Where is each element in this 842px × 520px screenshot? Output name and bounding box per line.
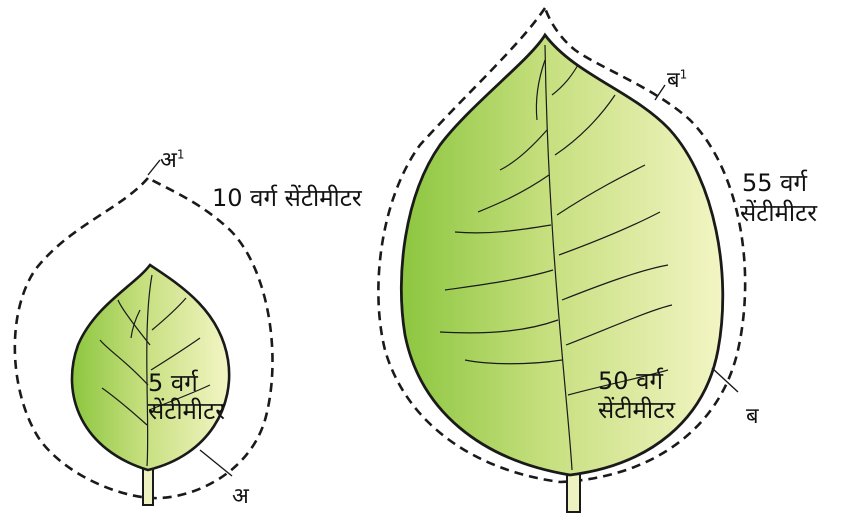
large-leaf-inner-area-line2: सेंटीमीटर <box>598 397 675 425</box>
label-a-prime-text: अ <box>160 148 177 173</box>
large-leaf-outer-area-line1: 55 वर्ग <box>742 170 807 198</box>
label-b: ब <box>746 404 759 429</box>
large-leaf-stem <box>567 470 580 512</box>
small-leaf-outer-area: 10 वर्ग सेंटीमीटर <box>212 185 362 213</box>
label-a-prime-sup: 1 <box>177 148 185 162</box>
label-b-prime: ब1 <box>667 68 687 93</box>
small-leaf-inner-area-line2: सेंटीमीटर <box>148 398 225 426</box>
large-leaf-outer-area-line2: सेंटीमीटर <box>740 200 817 228</box>
large-leaf-prime-leader <box>655 85 665 100</box>
label-b-prime-sup: 1 <box>680 68 688 82</box>
label-a: अ <box>232 484 249 509</box>
small-leaf <box>72 265 229 470</box>
large-leaf-inner-area-line1: 50 वर्ग <box>598 368 663 396</box>
small-leaf-inner-area-line1: 5 वर्ग <box>148 370 198 398</box>
small-leaf-stem <box>143 468 153 505</box>
label-a-prime: अ1 <box>160 148 184 173</box>
small-leaf-leader <box>200 450 232 476</box>
small-leaf-prime-leader <box>148 160 160 175</box>
label-b-prime-text: ब <box>667 68 680 93</box>
